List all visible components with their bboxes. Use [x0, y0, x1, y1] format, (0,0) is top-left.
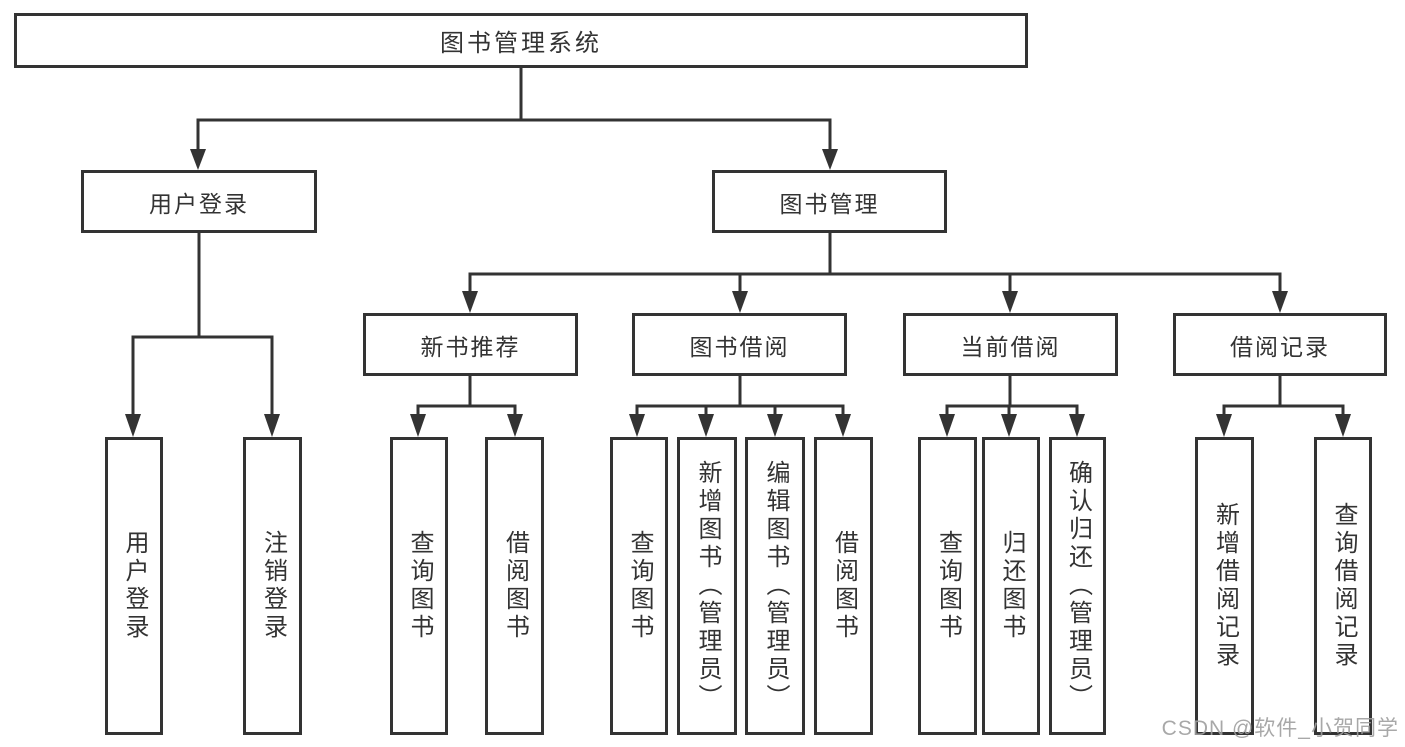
leaf-borrow-add-books-admin: 新增图书（管理员） [677, 437, 737, 735]
arrow-down-icon [410, 414, 426, 437]
arrow-down-icon [264, 414, 280, 437]
arrow-down-icon [1335, 414, 1351, 437]
leaf-records-add-record: 新增借阅记录 [1195, 437, 1254, 735]
arrow-down-icon [835, 414, 851, 437]
leaf-logout-login: 注销登录 [243, 437, 302, 735]
connector-current-to-leaves [945, 376, 1079, 419]
node-new-book-recommend: 新书推荐 [363, 313, 578, 376]
arrow-down-icon [1216, 414, 1232, 437]
leaf-records-query-record: 查询借阅记录 [1314, 437, 1372, 735]
leaf-borrow-query-books: 查询图书 [610, 437, 668, 735]
node-borrow-records: 借阅记录 [1173, 313, 1387, 376]
arrowhead-icons [125, 149, 1351, 437]
node-current-borrow: 当前借阅 [903, 313, 1118, 376]
arrow-down-icon [1002, 291, 1018, 313]
arrow-down-icon [1069, 414, 1085, 437]
arrow-down-icon [767, 414, 783, 437]
arrow-down-icon [125, 414, 141, 437]
connector-records-to-leaves [1222, 376, 1345, 419]
arrow-down-icon [732, 291, 748, 313]
leaf-current-return-books: 归还图书 [982, 437, 1040, 735]
arrow-down-icon [629, 414, 645, 437]
arrow-down-icon [698, 414, 714, 437]
connector-login-to-leaves [131, 233, 274, 418]
leaf-current-query-books: 查询图书 [918, 437, 977, 735]
node-root: 图书管理系统 [14, 13, 1028, 68]
connector-management-to-level3 [468, 233, 1282, 294]
leaf-user-login: 用户登录 [105, 437, 163, 735]
node-book-borrow: 图书借阅 [632, 313, 847, 376]
arrow-down-icon [507, 414, 523, 437]
arrow-down-icon [1001, 414, 1017, 437]
connector-root-to-level2 [196, 68, 832, 152]
watermark-text: CSDN @软件_小贺同学 [1161, 717, 1399, 740]
node-user-login: 用户登录 [81, 170, 317, 233]
arrow-down-icon [822, 149, 838, 170]
leaf-borrow-edit-books-admin: 编辑图书（管理员） [745, 437, 805, 735]
connector-newbook-to-leaves [416, 376, 517, 419]
leaf-current-confirm-return-admin: 确认归还（管理员） [1049, 437, 1106, 735]
arrow-down-icon [939, 414, 955, 437]
leaf-borrow-borrow-books: 借阅图书 [814, 437, 873, 735]
node-book-management: 图书管理 [712, 170, 947, 233]
leaf-newbook-borrow-books: 借阅图书 [485, 437, 544, 735]
leaf-newbook-query-books: 查询图书 [390, 437, 448, 735]
arrow-down-icon [1272, 291, 1288, 313]
arrow-down-icon [190, 149, 206, 170]
arrow-down-icon [462, 291, 478, 313]
connector-borrow-to-leaves [635, 376, 845, 419]
